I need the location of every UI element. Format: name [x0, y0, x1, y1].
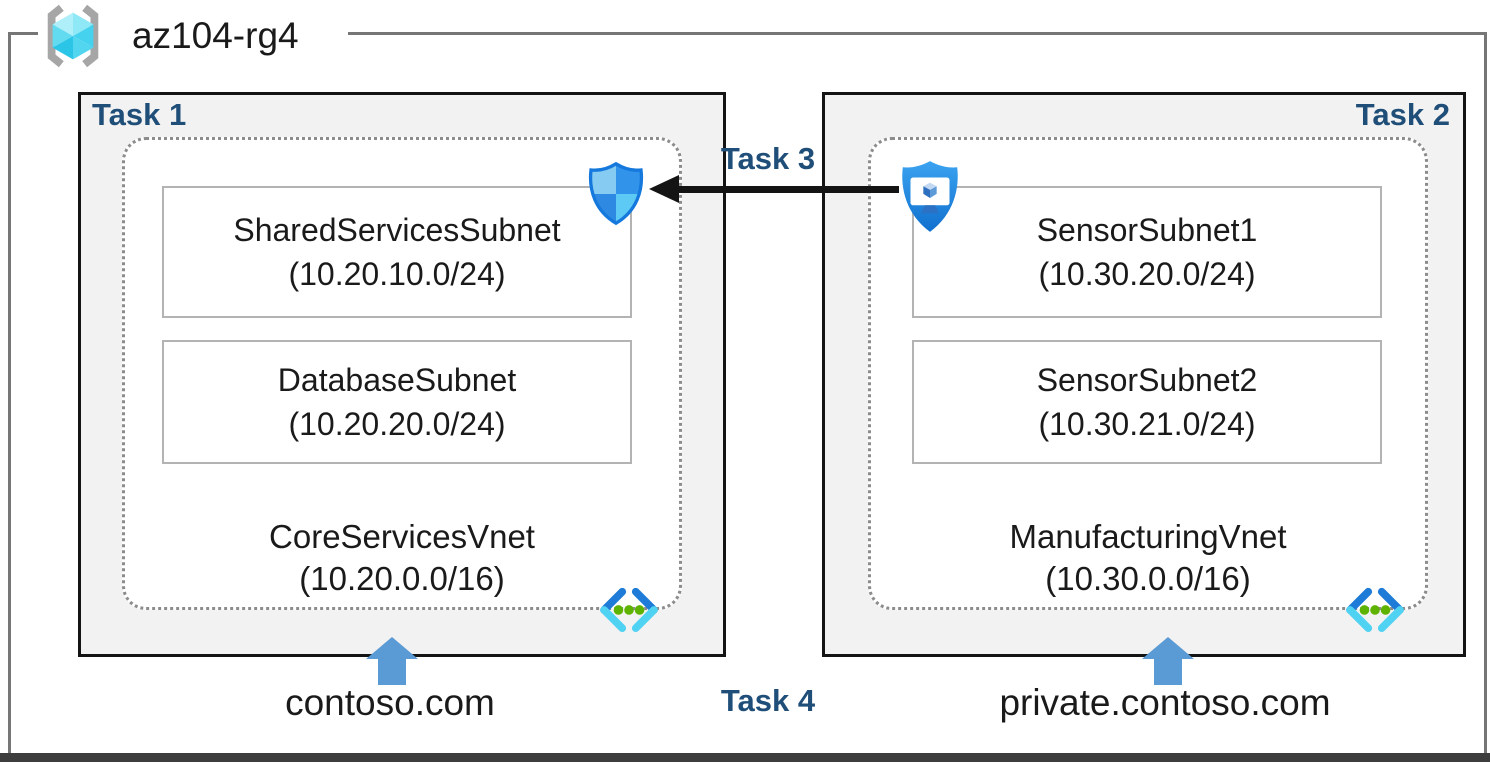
peering-arrow-head-icon: [649, 175, 679, 203]
bottom-border-bar: [0, 753, 1490, 762]
task1-label: Task 1: [92, 97, 187, 132]
subnet-name: DatabaseSubnet: [277, 362, 517, 398]
resource-group-header: az104-rg4: [38, 0, 348, 72]
subnet-name: SensorSubnet2: [1036, 362, 1258, 398]
vnet-cidr-text: (10.20.0.0/16): [299, 560, 505, 597]
dns-up-arrow-icon: [1142, 637, 1194, 685]
subnet-cidr: (10.30.20.0/24): [1038, 256, 1256, 292]
task3-label: Task 3: [720, 141, 816, 176]
task2-label: Task 2: [1355, 97, 1450, 132]
vnet-icon: [1342, 585, 1408, 633]
resource-group-border: [8, 32, 1487, 753]
vnet-cidr-text: (10.30.0.0/16): [1045, 560, 1251, 597]
private-dns-zone-label: private.contoso.com: [999, 682, 1331, 723]
task4-label: Task 4: [720, 683, 816, 718]
peering-arrow-line: [668, 186, 899, 193]
coreservices-vnet-label: CoreServicesVnet (10.20.0.0/16): [122, 516, 682, 600]
vnet-name-text: ManufacturingVnet: [1009, 518, 1287, 555]
subnet-cidr: (10.30.21.0/24): [1038, 406, 1256, 442]
vnet-icon: [596, 585, 662, 633]
resource-group-name: az104-rg4: [132, 15, 299, 56]
sensor2-subnet-box: SensorSubnet2 (10.30.21.0/24): [912, 340, 1382, 464]
bastion-shield-icon: [897, 158, 963, 236]
security-shield-icon: [584, 161, 648, 227]
subnet-name: SharedServicesSubnet: [233, 212, 561, 248]
dns-up-arrow-icon: [366, 637, 418, 685]
subnet-cidr: (10.20.10.0/24): [288, 256, 506, 292]
resource-group-icon: [38, 1, 108, 71]
subnet-cidr: (10.20.20.0/24): [288, 406, 506, 442]
subnet-name: SensorSubnet1: [1036, 212, 1258, 248]
sensor1-subnet-box: SensorSubnet1 (10.30.20.0/24): [912, 186, 1382, 318]
vnet-name-text: CoreServicesVnet: [269, 518, 535, 555]
database-subnet-box: DatabaseSubnet (10.20.20.0/24): [162, 340, 632, 464]
sharedservices-subnet-box: SharedServicesSubnet (10.20.10.0/24): [162, 186, 632, 318]
manufacturing-vnet-label: ManufacturingVnet (10.30.0.0/16): [868, 516, 1428, 600]
dns-zone-label: contoso.com: [285, 682, 495, 723]
